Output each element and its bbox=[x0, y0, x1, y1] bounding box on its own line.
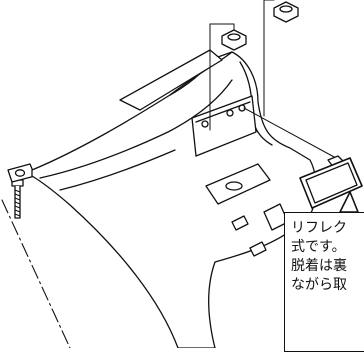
rear-fender-body bbox=[31, 51, 317, 348]
nut-top-right bbox=[273, 1, 299, 23]
fender-mount-tab bbox=[7, 163, 36, 183]
nut-top-left bbox=[221, 29, 247, 51]
callout-line-3: 脱着は裏 bbox=[291, 258, 347, 274]
nut-leader-lines bbox=[209, 0, 275, 131]
callout-line-4: ながら取 bbox=[291, 277, 347, 293]
dash-dot-leader bbox=[1, 199, 71, 348]
reflector bbox=[299, 157, 363, 209]
callout-line-1: リフレク bbox=[291, 220, 347, 236]
reflector-callout: リフレク 式です。 脱着は裏 ながら取 bbox=[284, 212, 364, 352]
callout-line-2: 式です。 bbox=[291, 239, 346, 255]
reflector-leader-line bbox=[243, 107, 337, 159]
fender-slots bbox=[205, 163, 289, 257]
fender-ridge bbox=[119, 49, 223, 111]
